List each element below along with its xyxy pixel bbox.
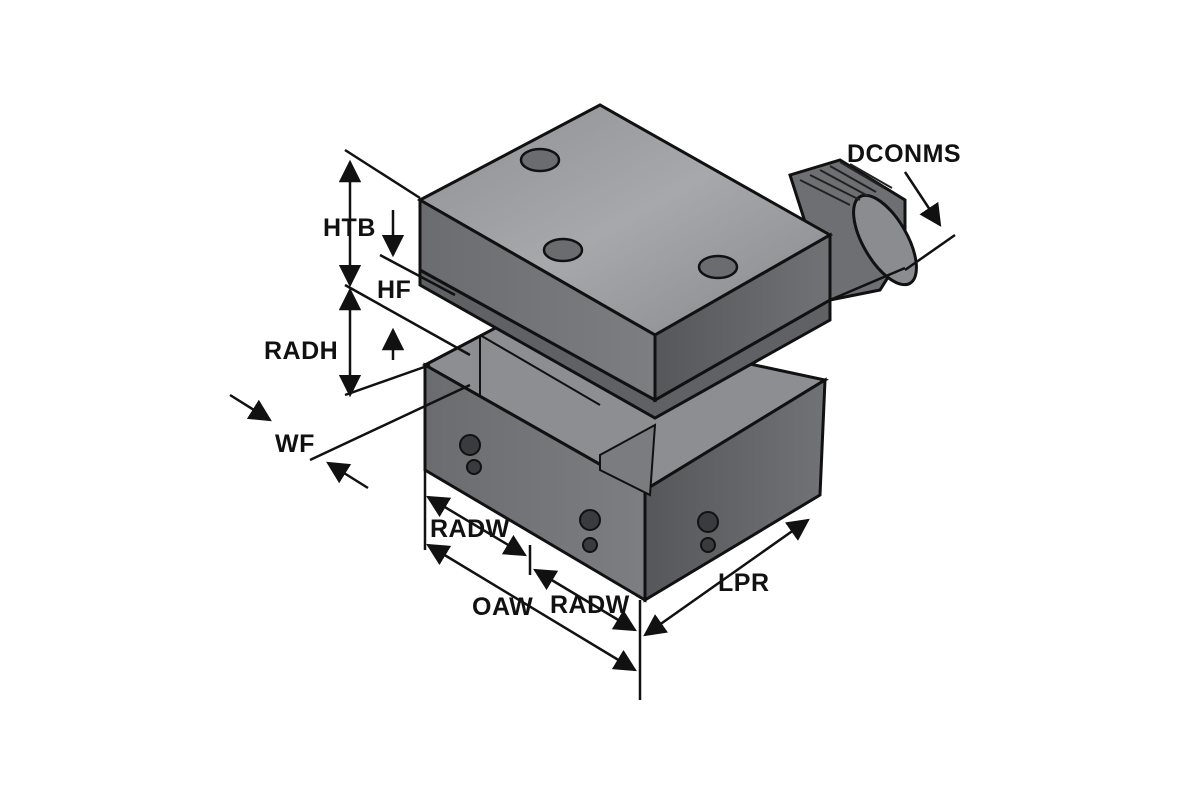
dimension-lines (229, 148, 956, 700)
mounting-holes (519, 147, 739, 280)
label-radw-left: RADW (430, 515, 510, 543)
label-radh: RADH (264, 337, 339, 365)
label-radw-right: RADW (550, 591, 630, 619)
label-wf: WF (275, 430, 315, 458)
label-lpr: LPR (718, 569, 770, 597)
upper-block (416, 103, 834, 420)
label-hf: HF (377, 276, 412, 304)
label-oaw: OAW (472, 593, 534, 621)
label-dconms: DCONMS (847, 140, 962, 168)
label-htb: HTB (323, 214, 376, 242)
